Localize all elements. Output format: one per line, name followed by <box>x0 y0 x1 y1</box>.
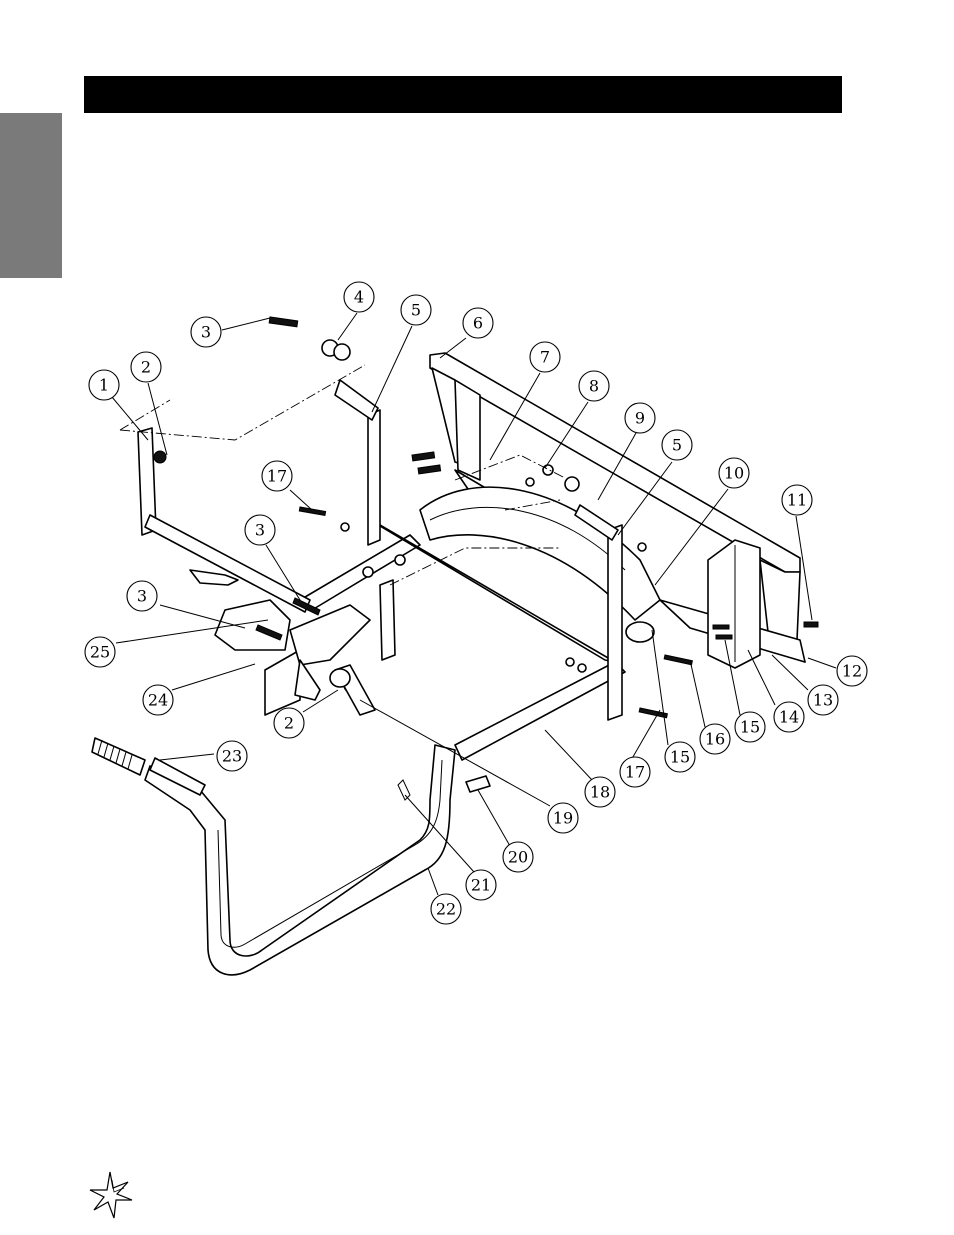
svg-text:4: 4 <box>354 288 364 307</box>
callout-5: 5 <box>661 429 693 461</box>
svg-text:8: 8 <box>589 377 599 396</box>
callout-11: 11 <box>781 484 813 516</box>
callout-1: 1 <box>88 369 120 401</box>
callout-7: 7 <box>529 341 561 373</box>
callout-16: 16 <box>699 723 731 755</box>
side-tab <box>0 113 62 278</box>
svg-text:15: 15 <box>740 718 760 737</box>
callout-5: 5 <box>400 294 432 326</box>
callout-22: 22 <box>430 893 462 925</box>
callout-25: 25 <box>84 636 116 668</box>
svg-text:6: 6 <box>473 314 483 333</box>
svg-text:18: 18 <box>590 783 610 802</box>
callout-3: 3 <box>244 514 276 546</box>
star-logo-icon <box>89 1171 133 1219</box>
svg-text:17: 17 <box>267 467 287 486</box>
svg-text:2: 2 <box>284 714 294 733</box>
callout-13: 13 <box>807 684 839 716</box>
svg-text:21: 21 <box>471 876 491 895</box>
svg-text:3: 3 <box>201 323 211 342</box>
svg-text:17: 17 <box>625 763 645 782</box>
svg-text:16: 16 <box>705 730 725 749</box>
callout-23: 23 <box>216 740 248 772</box>
svg-text:19: 19 <box>553 809 573 828</box>
callout-4: 4 <box>343 281 375 313</box>
callout-9: 9 <box>624 402 656 434</box>
callout-19: 19 <box>547 802 579 834</box>
svg-text:2: 2 <box>141 358 151 377</box>
callout-10: 10 <box>718 457 750 489</box>
callout-3: 3 <box>190 316 222 348</box>
svg-text:13: 13 <box>813 691 833 710</box>
svg-text:14: 14 <box>779 708 799 727</box>
svg-text:1: 1 <box>99 376 109 395</box>
callout-12: 12 <box>836 655 868 687</box>
callout-18: 18 <box>584 776 616 808</box>
svg-text:5: 5 <box>672 436 682 455</box>
svg-text:12: 12 <box>842 662 862 681</box>
svg-text:3: 3 <box>137 587 147 606</box>
callout-24: 24 <box>142 684 174 716</box>
callout-15: 15 <box>734 711 766 743</box>
svg-text:15: 15 <box>670 748 690 767</box>
svg-text:22: 22 <box>436 900 456 919</box>
callout-6: 6 <box>462 307 494 339</box>
callout-2: 2 <box>273 707 305 739</box>
callout-14: 14 <box>773 701 805 733</box>
callout-20: 20 <box>502 841 534 873</box>
blade-assembly-drawing <box>91 316 819 976</box>
svg-text:11: 11 <box>787 491 807 510</box>
leader-lines <box>111 312 837 896</box>
callout-17: 17 <box>619 756 651 788</box>
callout-17: 17 <box>261 460 293 492</box>
svg-text:23: 23 <box>222 747 242 766</box>
svg-text:7: 7 <box>540 348 550 367</box>
callout-21: 21 <box>465 869 497 901</box>
svg-text:24: 24 <box>148 691 168 710</box>
callout-15: 15 <box>664 741 696 773</box>
header-bar <box>84 76 842 113</box>
svg-text:5: 5 <box>411 301 421 320</box>
svg-text:3: 3 <box>255 521 265 540</box>
svg-text:25: 25 <box>90 643 110 662</box>
svg-text:20: 20 <box>508 848 528 867</box>
svg-text:10: 10 <box>724 464 744 483</box>
callout-3: 3 <box>126 580 158 612</box>
callout-8: 8 <box>578 370 610 402</box>
callout-2: 2 <box>130 351 162 383</box>
svg-text:9: 9 <box>635 409 645 428</box>
